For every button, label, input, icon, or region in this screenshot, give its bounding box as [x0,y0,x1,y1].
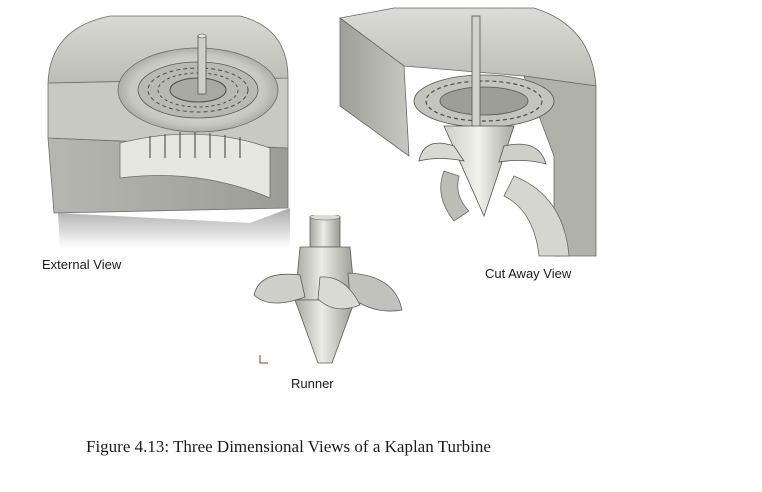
runner-label: Runner [291,376,334,391]
cutaway-view-render [339,7,597,257]
figure-caption: Figure 4.13: Three Dimensional Views of … [86,437,491,456]
external-view-label: External View [42,257,122,272]
external-view-render [47,15,290,248]
cutaway-view-label: Cut Away View [485,266,572,281]
runner-render [253,215,403,364]
